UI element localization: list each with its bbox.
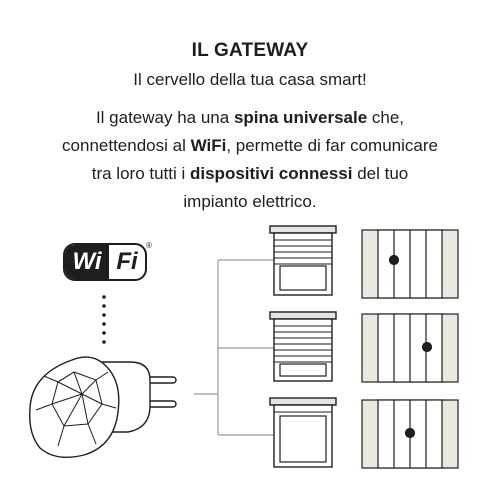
text-span: Il gateway ha una [95,108,234,127]
text-span: del tuo [352,164,409,183]
shutter-icon [269,225,337,296]
bold-span: WiFi [190,136,227,155]
wifi-logo-icon: Wi Fi [63,243,147,281]
description-line-4: impianto elettrico. [183,192,317,211]
description-line-2: connettendosi al WiFi, permette di far c… [20,132,480,160]
registered-mark: ® [146,241,152,250]
tree-connector [194,259,280,436]
switch-panel-icon [361,229,459,299]
page-subtitle: Il cervello della tua casa smart! [133,70,367,89]
switch-panel-icon [361,313,459,383]
text-span: , permette di far comunicare [226,136,438,155]
dotted-connector [102,295,106,344]
wifi-logo-wi: Wi [65,245,109,279]
gateway-plug-icon [29,356,177,458]
text-span: tra loro tutti i [91,164,190,183]
description: Il gateway ha una spina universale che, … [20,104,480,216]
bold-span: spina universale [233,108,368,127]
shutter-icon [269,311,337,382]
bold-span: dispositivi connessi [190,164,353,183]
description-line-3: tra loro tutti i dispositivi connessi de… [20,160,480,188]
description-line-1: Il gateway ha una spina universale che, [20,104,480,132]
wifi-logo-fi: Fi [116,248,138,275]
text-span: che, [367,108,405,127]
text-span: connettendosi al [62,136,191,155]
shutter-icon [269,397,337,468]
page-title: IL GATEWAY [191,40,309,61]
switch-panel-icon [361,399,459,469]
